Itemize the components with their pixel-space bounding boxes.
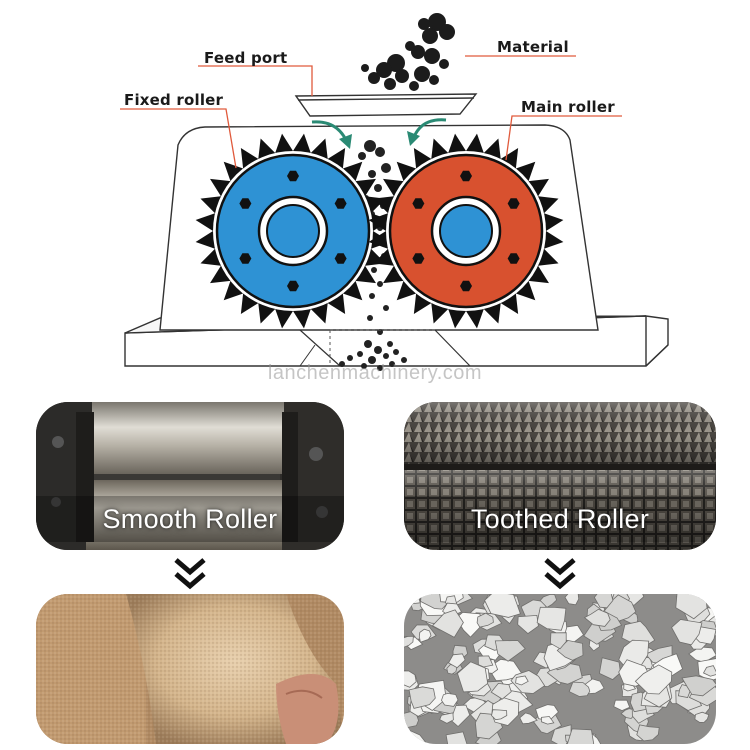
watermark: lanchenmachinery.com xyxy=(0,362,750,385)
material-pile xyxy=(361,13,455,91)
double-chevron-down-icon xyxy=(542,556,578,590)
feed-port-label: Feed port xyxy=(204,49,287,67)
feed-hopper xyxy=(296,94,476,116)
fixed-roller xyxy=(196,134,391,329)
toothed-roller-photo: Toothed Roller xyxy=(404,402,716,550)
double-chevron-down-icon xyxy=(172,556,208,590)
smooth-roller-photo: Smooth Roller xyxy=(36,402,344,550)
fine-powder-photo xyxy=(36,594,344,744)
main-roller-label: Main roller xyxy=(521,98,615,116)
crushed-stone-photo xyxy=(404,594,716,744)
fixed-roller-label: Fixed roller xyxy=(124,91,223,109)
toothed-roller-title: Toothed Roller xyxy=(471,504,649,535)
smooth-roller-title: Smooth Roller xyxy=(103,504,278,535)
material-label: Material xyxy=(497,38,569,56)
crusher-schematic xyxy=(0,0,750,400)
main-roller xyxy=(369,134,564,329)
